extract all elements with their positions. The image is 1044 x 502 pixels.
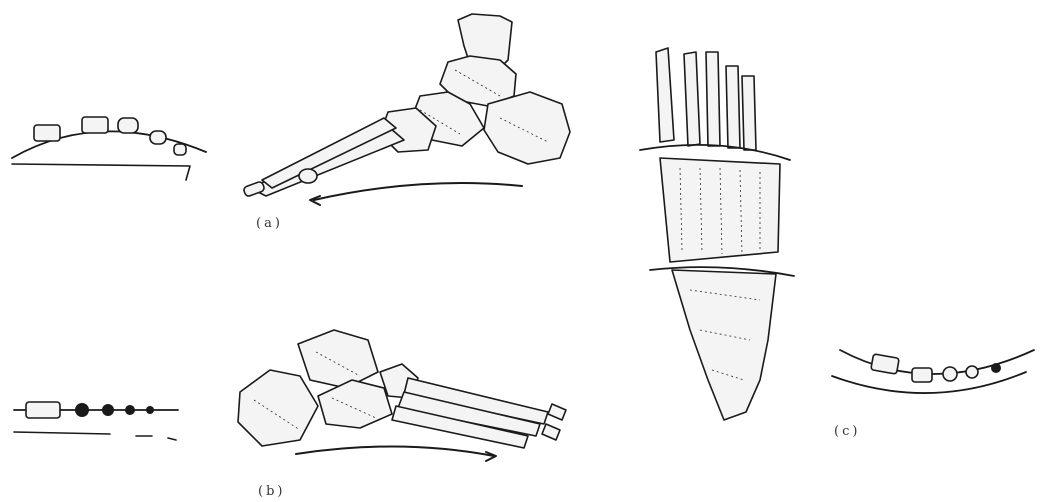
toe-phalanx-bone xyxy=(742,76,756,150)
tarsal-block xyxy=(34,125,60,141)
metatarsal-bone xyxy=(262,118,396,188)
panel-b-flat-schematic xyxy=(14,402,178,440)
metatarsal-dot xyxy=(943,367,957,381)
panel-a-arch-schematic xyxy=(12,117,206,180)
panel-a-foot-lateral xyxy=(243,14,570,205)
panel-label-b: (b) xyxy=(258,484,285,499)
arch-curve-outer xyxy=(840,350,1034,374)
panel-c-foot-dorsal xyxy=(640,48,794,420)
panel-b-foot-medial xyxy=(238,330,566,461)
ground-line xyxy=(12,164,190,180)
toe-phalanx-bone xyxy=(684,52,700,146)
metatarsal-block xyxy=(118,118,138,133)
phalanx-dot xyxy=(991,363,1001,373)
phalanx-dot xyxy=(125,405,135,415)
panel-label-c: (c) xyxy=(834,424,860,439)
panel-c-curved-schematic xyxy=(832,350,1034,393)
phalanx-dot xyxy=(966,366,978,378)
calcaneus-bone xyxy=(484,92,570,164)
toe-phalanx-bone xyxy=(706,52,720,146)
toe-phalanx-bone xyxy=(656,48,674,142)
tarsal-block xyxy=(26,402,60,418)
ground-line xyxy=(14,432,176,440)
talus-bone xyxy=(298,330,378,388)
calcaneus-bone xyxy=(238,370,318,446)
arrow-head-icon xyxy=(486,452,496,461)
tarsal-block xyxy=(82,117,108,133)
tarsal-block xyxy=(871,354,899,374)
panel-label-a: (a) xyxy=(256,216,283,231)
toe-group xyxy=(656,48,756,150)
tarsal-heel-region xyxy=(672,270,776,420)
metatarsal-block xyxy=(150,131,166,144)
phalanx-bone xyxy=(548,404,566,420)
metatarsal-dot xyxy=(75,403,89,417)
phalanx-block xyxy=(174,144,186,155)
phalanx-bone xyxy=(542,424,560,440)
ground-arc xyxy=(296,446,494,456)
sesamoid-bone xyxy=(299,169,317,183)
metatarsal-block xyxy=(912,368,932,382)
metatarsal-dot xyxy=(102,404,114,416)
navicular-bone xyxy=(318,380,392,428)
toe-phalanx-bone xyxy=(726,66,740,148)
ground-arc xyxy=(314,183,522,200)
phalanx-dot xyxy=(146,406,154,414)
